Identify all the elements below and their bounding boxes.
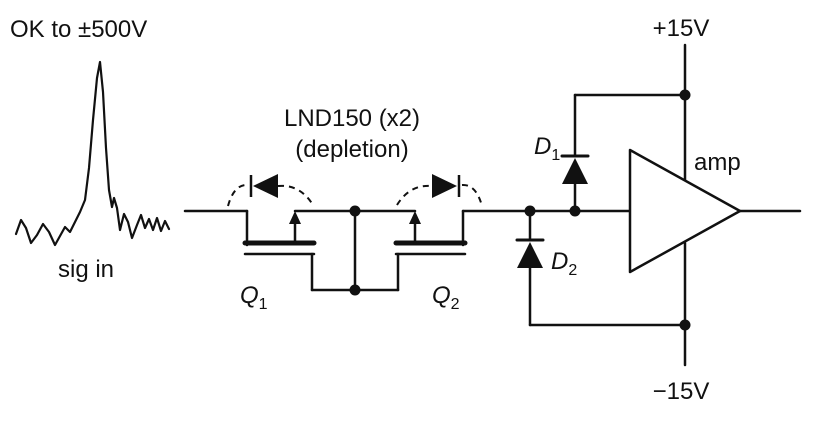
- body-diode-q2: [396, 174, 483, 207]
- q2-body-arc-left: [396, 184, 433, 206]
- waveform-sketch: [14, 60, 171, 247]
- mosfet-q2: [393, 209, 468, 292]
- d1-label-base: D: [534, 133, 551, 160]
- d1-label: D1: [534, 133, 560, 164]
- mosfet-q1: [242, 209, 317, 292]
- d2-triangle: [517, 242, 543, 268]
- q1-label: Q1: [240, 282, 268, 313]
- amp-label: amp: [694, 149, 741, 176]
- opamp-triangle: [628, 148, 742, 274]
- q2-source-arrow: [409, 211, 421, 224]
- q1-source-arrow: [289, 211, 301, 224]
- q2-body-diode-triangle: [432, 174, 457, 198]
- q1-label-sub: 1: [259, 296, 268, 313]
- d1-triangle: [562, 158, 588, 184]
- q1-body-arc-left: [227, 183, 249, 207]
- d1-label-sub: 1: [551, 147, 560, 164]
- q2-label-base: Q: [432, 282, 451, 309]
- q1-body-arc-right: [277, 184, 314, 206]
- sig-in-label: sig in: [58, 256, 114, 283]
- depletion-label: (depletion): [295, 136, 408, 163]
- q2-label: Q2: [432, 282, 460, 313]
- junction-dot-pos-rail: [679, 89, 691, 101]
- q2-label-sub: 2: [451, 296, 460, 313]
- junction-dot-d1: [569, 205, 581, 217]
- junction-dot-mid-signal: [349, 205, 361, 217]
- pos-rail-label: +15V: [653, 15, 710, 42]
- junction-dot-gate-bus: [349, 284, 361, 296]
- body-diode-q1: [227, 174, 314, 207]
- part-number-label: LND150 (x2): [284, 105, 420, 132]
- d2-label-base: D: [551, 248, 568, 275]
- d2-label-sub: 2: [568, 262, 577, 279]
- junction-dot-neg-rail: [679, 319, 691, 331]
- junction-dots: [349, 89, 691, 331]
- ok-to-label: OK to ±500V: [10, 16, 147, 43]
- q1-body-diode-triangle: [253, 174, 278, 198]
- q2-body-arc-right: [461, 183, 483, 207]
- d2-label: D2: [551, 248, 577, 279]
- junction-dot-d2: [524, 205, 536, 217]
- neg-rail-label: −15V: [653, 378, 710, 405]
- q1-label-base: Q: [240, 282, 259, 309]
